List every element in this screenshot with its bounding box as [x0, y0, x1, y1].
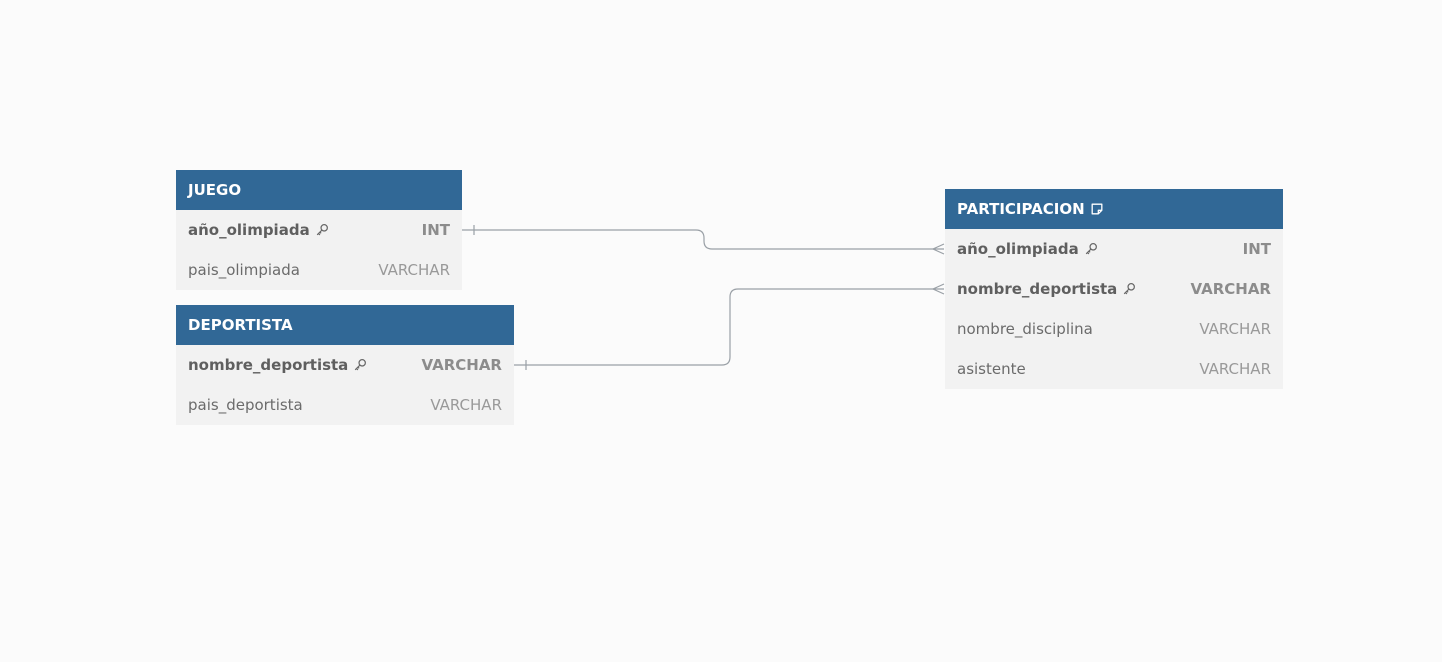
- field-row[interactable]: año_olimpiada INT: [945, 229, 1283, 269]
- table-name: PARTICIPACION: [957, 200, 1085, 218]
- note-icon[interactable]: [1090, 202, 1104, 216]
- relation-juego-participacion[interactable]: [462, 225, 945, 255]
- field-name: año_olimpiada: [957, 240, 1079, 258]
- relation-deportista-participacion[interactable]: [514, 283, 945, 370]
- key-icon: [355, 359, 367, 371]
- field-row[interactable]: pais_olimpiada VARCHAR: [176, 250, 462, 290]
- many-cardinality-mark: [931, 283, 945, 295]
- table-name: DEPORTISTA: [188, 316, 293, 334]
- field-row[interactable]: asistente VARCHAR: [945, 349, 1283, 389]
- field-type: INT: [1242, 240, 1271, 258]
- field-type: VARCHAR: [430, 396, 502, 414]
- field-row[interactable]: año_olimpiada INT: [176, 210, 462, 250]
- field-type: VARCHAR: [1199, 360, 1271, 378]
- table-header[interactable]: PARTICIPACION: [945, 189, 1283, 229]
- field-row[interactable]: nombre_deportista VARCHAR: [176, 345, 514, 385]
- key-icon: [1124, 283, 1136, 295]
- field-row[interactable]: nombre_deportista VARCHAR: [945, 269, 1283, 309]
- many-cardinality-mark: [931, 243, 945, 255]
- field-name: pais_deportista: [188, 396, 303, 414]
- field-name: asistente: [957, 360, 1026, 378]
- field-type: VARCHAR: [421, 356, 502, 374]
- field-type: VARCHAR: [378, 261, 450, 279]
- field-name: pais_olimpiada: [188, 261, 300, 279]
- field-name: nombre_deportista: [188, 356, 349, 374]
- field-type: VARCHAR: [1199, 320, 1271, 338]
- field-name: nombre_disciplina: [957, 320, 1093, 338]
- field-row[interactable]: pais_deportista VARCHAR: [176, 385, 514, 425]
- table-header[interactable]: DEPORTISTA: [176, 305, 514, 345]
- table-header[interactable]: JUEGO: [176, 170, 462, 210]
- key-icon: [316, 224, 328, 236]
- field-name: nombre_deportista: [957, 280, 1118, 298]
- table-participacion[interactable]: PARTICIPACION año_olimpiada INT nombre_d…: [945, 189, 1283, 389]
- table-juego[interactable]: JUEGO año_olimpiada INT pais_olimpiada V…: [176, 170, 462, 290]
- table-deportista[interactable]: DEPORTISTA nombre_deportista VARCHAR pai…: [176, 305, 514, 425]
- field-name: año_olimpiada: [188, 221, 310, 239]
- key-icon: [1085, 243, 1097, 255]
- table-name: JUEGO: [188, 181, 242, 199]
- field-type: INT: [421, 221, 450, 239]
- field-type: VARCHAR: [1190, 280, 1271, 298]
- field-row[interactable]: nombre_disciplina VARCHAR: [945, 309, 1283, 349]
